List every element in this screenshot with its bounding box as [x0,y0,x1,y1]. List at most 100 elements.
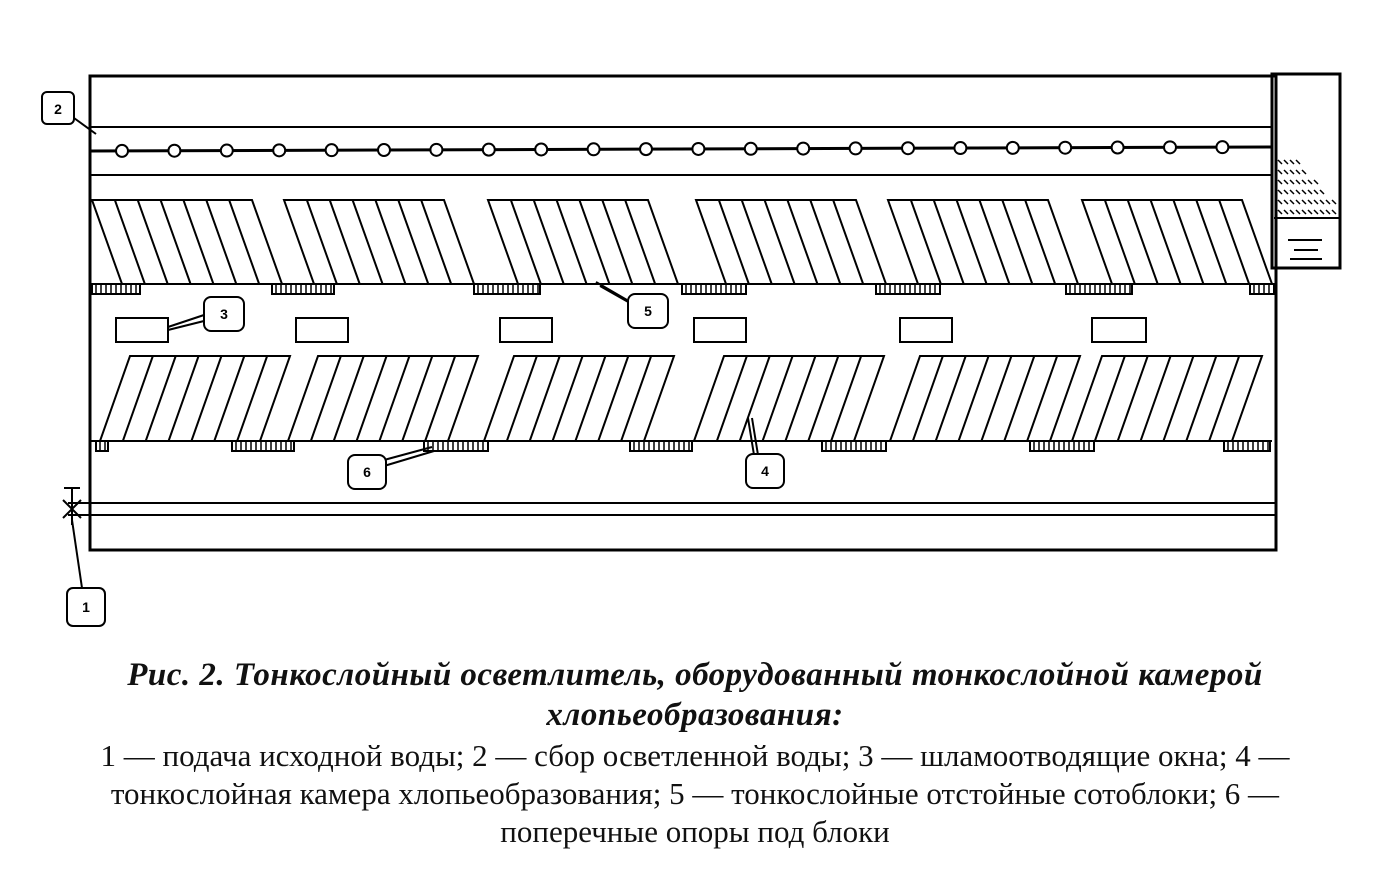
pipe-hole [848,141,863,156]
callout-1: 1 [66,587,106,627]
block-plate [182,199,215,285]
hatch-mark [1283,199,1289,205]
hatch-mark [1289,189,1295,195]
svg-text:1: 1 [82,599,90,615]
block-plate [1208,355,1241,442]
pipe-hole [1058,140,1073,155]
hatch-mark [1301,209,1307,215]
block-plate [1195,199,1228,285]
block-plate [1162,355,1195,442]
block-plate [328,199,361,285]
callout-leaders [71,117,759,589]
support [681,283,747,295]
pipe-hole [901,141,915,156]
block-plate [397,199,430,285]
svg-text:3: 3 [220,306,228,322]
hatch-mark [1319,209,1325,215]
block-plate [763,199,796,285]
sludge-window [1091,317,1147,343]
support-body [231,440,295,452]
caption-title: Рис. 2. Тонкослойный осветлитель, оборуд… [127,657,1263,733]
valve-icon [62,487,82,525]
pipe-hole [1163,140,1177,155]
callout-4: 4 [745,453,785,489]
block-plate [309,355,342,442]
block-plate [205,199,238,285]
block-plate [305,199,338,285]
hatch-mark [1307,189,1313,195]
block-plate [934,355,967,442]
sludge-window [115,317,169,343]
block-plate [620,355,653,442]
block-plate [144,355,177,442]
support-body [681,283,747,295]
flocculation-block [888,355,1082,442]
block-plate [551,355,584,442]
hatch-mark [1277,179,1283,185]
block-plate [532,199,565,285]
block-plate [213,355,246,442]
block-plate [740,199,773,285]
support-body [821,440,887,452]
tank-outline [88,74,1278,552]
support [95,440,109,452]
hatch-mark [1325,209,1331,215]
support [1065,283,1133,295]
block-plate [807,355,840,442]
hatch-mark [1301,169,1307,175]
block-plate [978,199,1011,285]
block-supports [91,283,1275,452]
support [1249,283,1275,295]
support-body [1029,440,1095,452]
caption-legend: 1 — подача исходной воды; 2 — сбор освет… [100,738,1290,849]
hatch-mark [1295,189,1301,195]
block-plate [1103,199,1136,285]
hatch-mark [1313,179,1319,185]
support-body [629,440,693,452]
hatch-mark [1277,169,1283,175]
block-plate [236,355,269,442]
block-plate [1024,199,1057,285]
block-plate [1139,355,1172,442]
block-plate [505,355,538,442]
support [231,440,295,452]
settling-block [694,199,888,285]
block-plate [528,355,561,442]
block-plate [167,355,200,442]
flocculation-blocks-row [98,355,1264,442]
flocculation-block [482,355,676,442]
hatch-mark [1313,199,1319,205]
hatch-mark [1301,199,1307,205]
hatch-mark [1283,169,1289,175]
support [423,440,489,452]
block-plate [738,355,771,442]
hatch-mark [1283,159,1289,165]
hatch-mark [1325,199,1331,205]
support-body [271,283,335,295]
clarified-water-pipe [89,145,1273,153]
hatch-mark [1301,189,1307,195]
support-body [1223,440,1271,452]
settling-block [1080,199,1274,285]
block-plate [624,199,657,285]
block-plate [1149,199,1182,285]
pipe-hole [639,142,653,157]
hatch-mark [1307,199,1313,205]
pipe-hole [481,142,496,157]
block-plate [555,199,588,285]
pipe-hole [953,141,968,156]
block-plate [374,199,407,285]
hatch-mark [1313,209,1319,215]
hatch-mark [1319,199,1325,205]
hatch-mark [1289,169,1295,175]
svg-text:6: 6 [363,464,371,480]
hatch-mark [1277,209,1283,215]
callout-3: 3 [203,296,245,332]
settling-block [282,199,476,285]
settling-blocks-row [90,199,1274,285]
settling-block [90,199,284,285]
block-plate [113,199,146,285]
block-plate [597,355,630,442]
pipe-hole [429,142,444,157]
pipe-hole [691,141,706,156]
